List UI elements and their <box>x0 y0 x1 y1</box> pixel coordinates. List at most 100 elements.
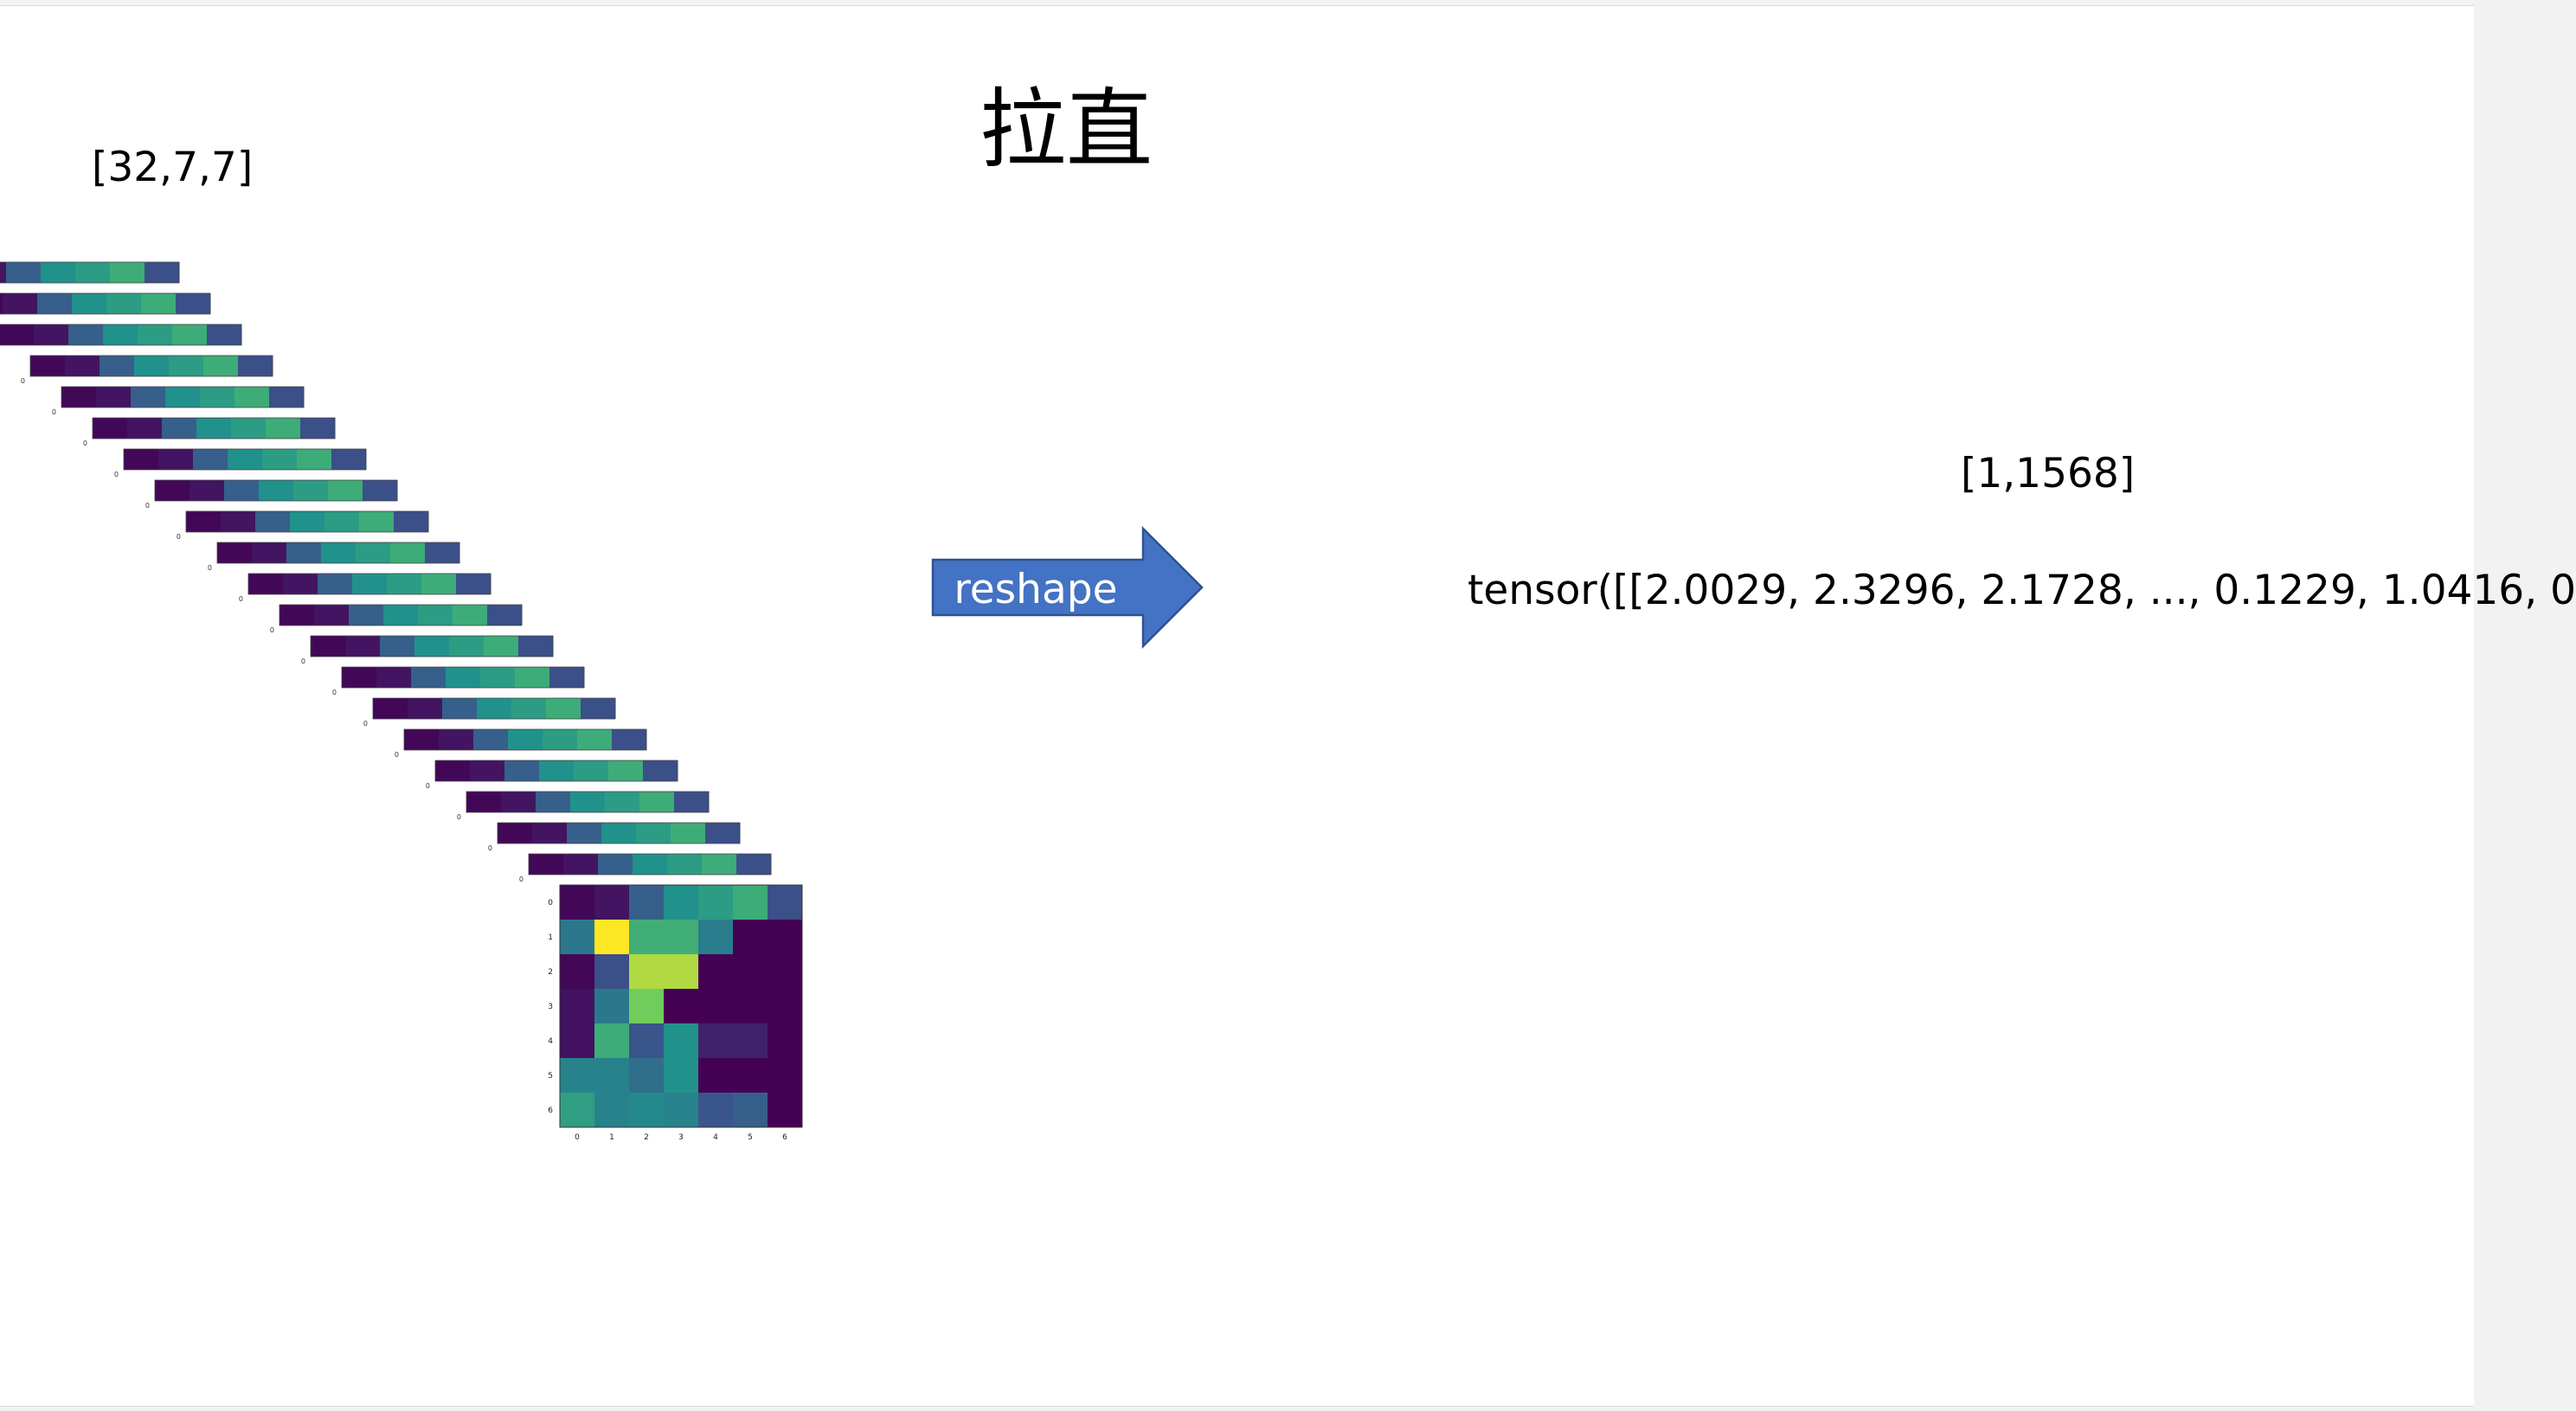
stacked-map-tick: 0 <box>395 751 399 759</box>
stacked-map-tick: 0 <box>457 813 461 821</box>
stacked-map-cell <box>138 324 173 345</box>
heatmap-cell <box>733 954 768 990</box>
heatmap-cell <box>629 1023 665 1059</box>
heatmap-cell <box>664 1023 699 1059</box>
x-tick-label: 4 <box>713 1133 718 1142</box>
stacked-map-cell <box>196 418 232 439</box>
stacked-map-cell <box>269 387 305 407</box>
heatmap-cell <box>560 1058 595 1094</box>
stacked-map-frame <box>403 728 647 751</box>
stacked-map-cell <box>311 636 346 657</box>
stacked-map-cell <box>131 387 166 407</box>
stacked-map-tick: 0 <box>52 408 56 416</box>
stacked-map-cell <box>418 605 453 625</box>
stacked-map-cell <box>324 511 360 532</box>
heatmap-cell <box>768 920 803 955</box>
stacked-map-cell <box>439 729 474 750</box>
stacked-map-cell <box>255 511 291 532</box>
stacked-map-cell <box>221 511 256 532</box>
stacked-map-cell <box>408 698 443 719</box>
stacked-map-cell <box>414 636 450 657</box>
stacked-map-cell <box>266 418 301 439</box>
stacked-map-tick: 0 <box>519 875 524 883</box>
stacked-map-cell <box>172 324 208 345</box>
heatmap-cell <box>768 1093 803 1128</box>
stacked-map-cell <box>293 480 329 501</box>
stacked-map-cell <box>466 792 502 812</box>
stacked-map-cell <box>581 698 616 719</box>
stacked-map-cell <box>145 262 180 283</box>
reshape-arrow <box>931 525 1204 650</box>
stacked-map-cell <box>574 760 609 781</box>
stacked-map-cell <box>511 698 547 719</box>
stacked-map-cell <box>349 605 384 625</box>
stacked-map-cell <box>473 729 509 750</box>
stacked-map-cell <box>536 792 571 812</box>
y-tick-label: 5 <box>548 1072 553 1081</box>
stacked-map-cell <box>380 636 415 657</box>
stacked-map-cell <box>487 605 523 625</box>
heatmap-cell <box>629 989 665 1024</box>
y-tick-label: 6 <box>548 1106 553 1115</box>
stacked-map-frame <box>216 542 460 564</box>
stacked-map-cell <box>598 854 633 875</box>
stacked-map-cell <box>359 511 395 532</box>
heatmap-cell <box>664 1058 699 1094</box>
stacked-map-cell <box>96 387 132 407</box>
stacked-map-frame <box>372 697 616 720</box>
heatmap-cell <box>698 989 734 1024</box>
stacked-map-frame <box>497 822 741 844</box>
stacked-map-cell <box>0 324 35 345</box>
stacked-map-cell <box>72 293 107 314</box>
stacked-map-cell <box>518 636 554 657</box>
stacked-map-frame <box>279 604 523 626</box>
stacked-map-cell <box>169 356 204 376</box>
stacked-map-cell <box>65 356 100 376</box>
heatmap-cell <box>733 1023 768 1059</box>
stacked-map-cell <box>390 542 426 563</box>
stacked-map-cell <box>228 449 263 470</box>
stacked-map-cell <box>342 667 377 688</box>
stacked-map-cell <box>449 636 485 657</box>
stacked-map-cell <box>176 293 211 314</box>
stacked-map-frame <box>29 355 273 377</box>
stacked-map-cell <box>373 698 408 719</box>
stacked-map-cell <box>290 511 325 532</box>
stacked-map-cell <box>3 293 38 314</box>
heatmap-cell <box>768 1058 803 1094</box>
heatmap-frame <box>559 884 803 1128</box>
stacked-map-cell <box>134 356 170 376</box>
heatmap-cell <box>664 1093 699 1128</box>
x-tick-label: 2 <box>644 1133 649 1142</box>
heatmap-cell <box>698 920 734 955</box>
stacked-map-cell <box>248 574 284 594</box>
stacked-map-cell <box>68 324 104 345</box>
stacked-map-cell <box>6 262 42 283</box>
stacked-map-cell <box>608 760 644 781</box>
stacked-map-cell <box>165 387 201 407</box>
heatmap-cell <box>594 989 630 1024</box>
stacked-map-tick: 0 <box>426 782 430 790</box>
stacked-map-cell <box>314 605 350 625</box>
stacked-map-cell <box>577 729 613 750</box>
stacked-map-cell <box>539 760 575 781</box>
heatmap-cell <box>560 885 595 920</box>
stacked-map-frame <box>0 324 242 346</box>
stacked-map-frame <box>185 510 429 533</box>
stacked-map-cell <box>442 698 478 719</box>
stacked-map-cell <box>702 854 737 875</box>
stacked-map-cell <box>0 262 7 283</box>
heatmap-cell <box>664 920 699 955</box>
stacked-map-cell <box>224 480 260 501</box>
heatmap-cell <box>594 954 630 990</box>
stacked-map-frame <box>0 261 180 284</box>
stacked-map-cell <box>37 293 73 314</box>
stacked-map-cell <box>484 636 519 657</box>
y-tick-label: 1 <box>548 933 553 942</box>
stacked-map-cell <box>0 293 3 314</box>
reshape-arrow-shape <box>931 525 1204 650</box>
stacked-map-cell <box>612 729 647 750</box>
stacked-map-cell <box>75 262 111 283</box>
stacked-map-cell <box>363 480 398 501</box>
stacked-map-cell <box>162 418 197 439</box>
